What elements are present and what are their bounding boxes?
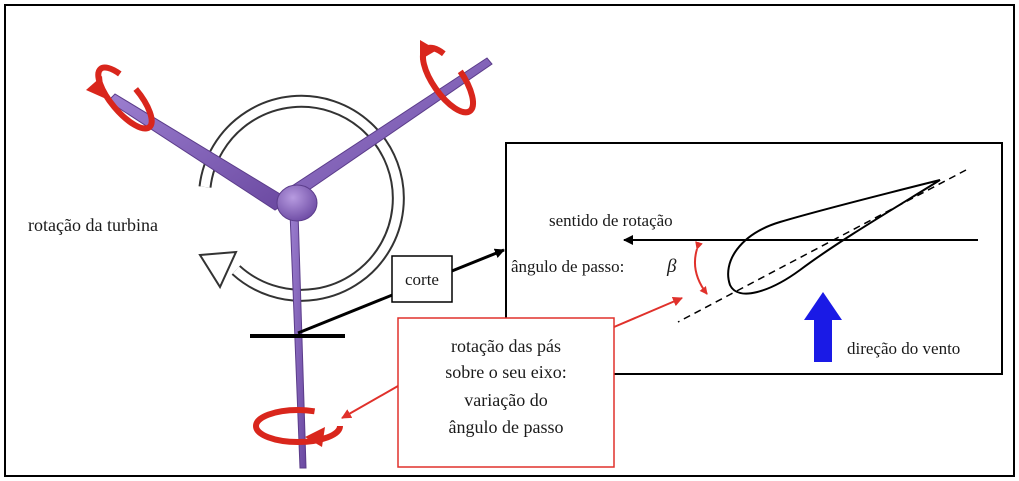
callout-line-3: variação do bbox=[464, 390, 547, 410]
pitch-angle-label: ângulo de passo: bbox=[511, 257, 624, 276]
pitch-rotation-arrow-icon-bottom bbox=[253, 407, 343, 447]
turbine-rotation-label: rotação da turbina bbox=[28, 215, 158, 235]
rotation-direction-label: sentido de rotação bbox=[549, 211, 673, 230]
pitch-angle-symbol: β bbox=[666, 256, 677, 277]
wind-direction-label: direção do vento bbox=[847, 339, 960, 358]
pitch-angle-arc bbox=[694, 241, 708, 295]
callout-line-4: ângulo de passo bbox=[449, 417, 564, 437]
callout-arrow-to-section bbox=[613, 296, 683, 328]
callout-arrow-to-blade bbox=[341, 385, 399, 419]
cut-label: corte bbox=[405, 270, 439, 289]
wind-arrow-icon bbox=[804, 292, 842, 362]
turbine-rotation-arrow-icon bbox=[198, 94, 405, 302]
pitch-rotation-arrow-icon-left bbox=[86, 64, 155, 132]
pitch-rotation-arrow-icon-right bbox=[419, 40, 477, 116]
cut-label-box bbox=[391, 255, 453, 303]
callout-line-1: rotação das pás bbox=[451, 336, 561, 356]
callout-line-2: sobre o seu eixo: bbox=[445, 362, 566, 382]
airfoil-section bbox=[727, 179, 941, 295]
blade-rotation-callout-box bbox=[397, 317, 615, 468]
hub bbox=[276, 184, 318, 222]
chord-line bbox=[677, 169, 967, 323]
